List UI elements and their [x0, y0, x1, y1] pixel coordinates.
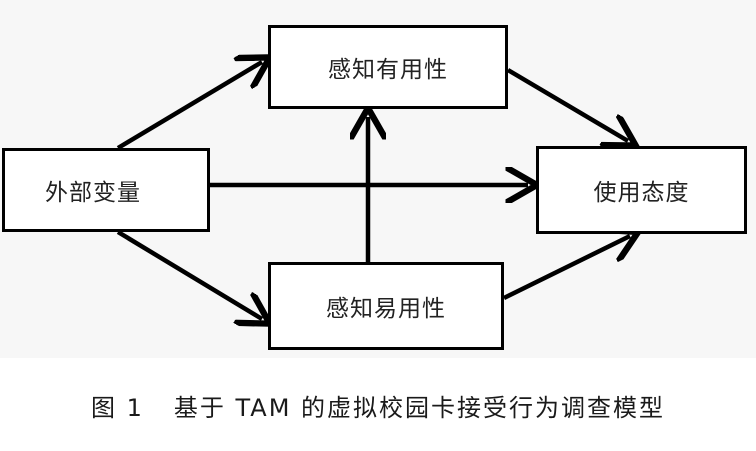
figure-caption: 图 1 基于 TAM 的虚拟校园卡接受行为调查模型: [0, 388, 756, 423]
external-variables-box: 外部变量: [2, 148, 210, 232]
arrow-external-to-ease: [116, 230, 262, 319]
perceived-ease-of-use-label: 感知易用性: [326, 296, 446, 322]
perceived-usefulness-box: 感知有用性: [268, 25, 508, 109]
external-variables-label: 外部变量: [45, 180, 141, 206]
perceived-ease-of-use-box: 感知易用性: [268, 262, 504, 350]
diagram-arrows: [116, 0, 756, 358]
figure-number: 图 1: [90, 394, 144, 422]
perceived-usefulness-label: 感知有用性: [328, 57, 448, 83]
figure-title: 基于 TAM 的虚拟校园卡接受行为调查模型: [173, 394, 666, 422]
arrow-ease-to-attitude: [503, 236, 630, 301]
attitude-toward-use-box: 使用态度: [536, 146, 747, 234]
arrow-usefulness-to-attitude: [506, 68, 628, 141]
arrow-external-to-usefulness: [116, 62, 262, 150]
attitude-toward-use-label: 使用态度: [593, 180, 690, 206]
